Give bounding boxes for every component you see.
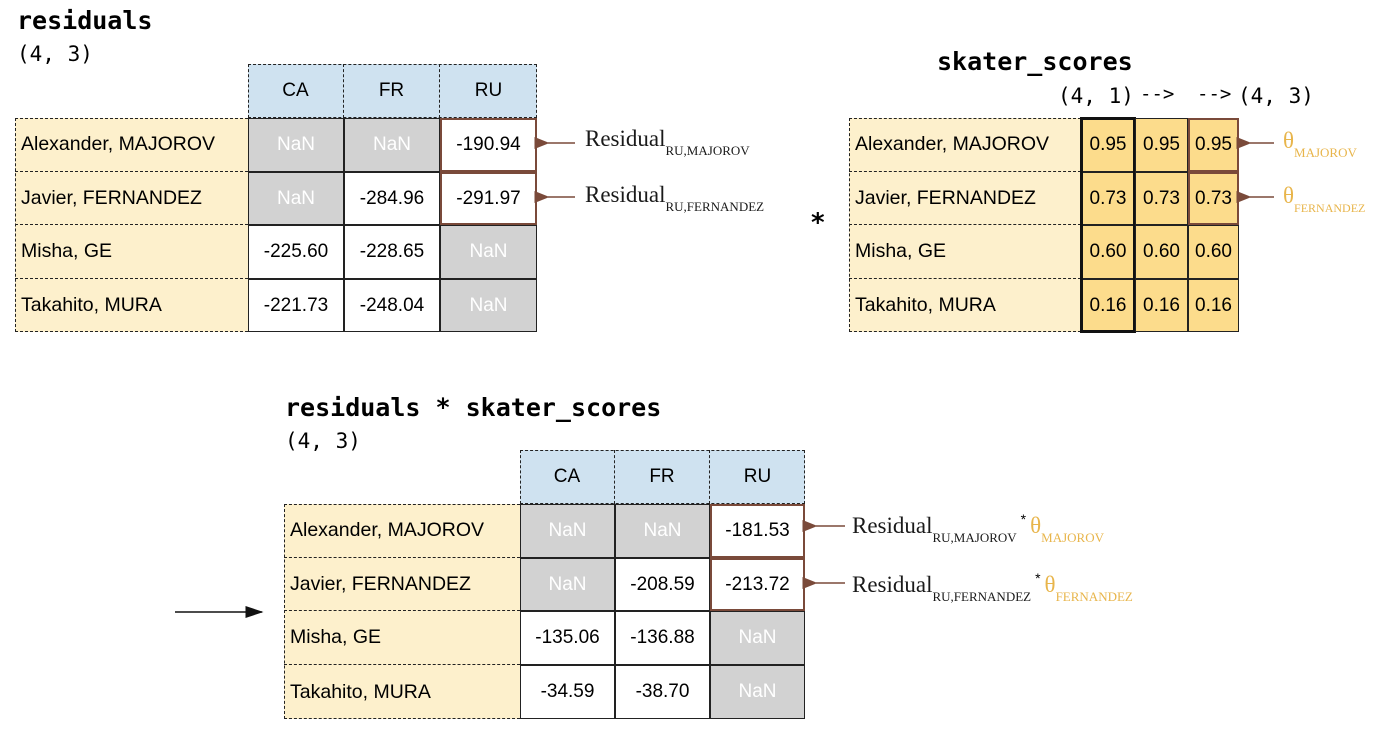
annotation-base: Residual bbox=[852, 513, 933, 538]
result-cell-nan: NaN bbox=[520, 504, 615, 558]
result-header-row bbox=[520, 450, 805, 504]
residuals-col-header-ca: CA bbox=[248, 64, 344, 118]
annotation-subscript: RU,FERNANDEZ bbox=[665, 199, 765, 214]
result-cell: -38.70 bbox=[615, 665, 710, 719]
result-col-header-fr: FR bbox=[615, 450, 710, 504]
original-score-column-outline bbox=[1080, 117, 1136, 333]
score-cell: 0.16 bbox=[1188, 279, 1239, 332]
residuals-cell-nan: NaN bbox=[344, 118, 440, 172]
residuals-cell-highlighted: -291.97 bbox=[440, 172, 537, 225]
residuals-row-label: Takahito, MURA bbox=[21, 294, 162, 316]
annotation-subscript: RU,MAJOROV bbox=[665, 143, 750, 158]
result-annotation-majorov: ResidualRU,MAJOROV*θMAJOROV bbox=[852, 511, 1104, 546]
score-cell: 0.60 bbox=[1135, 225, 1188, 279]
theta-symbol: θ bbox=[1283, 128, 1295, 153]
skater-scores-row-label: Misha, GE bbox=[849, 225, 1081, 279]
result-shape: (4, 3) bbox=[285, 429, 361, 453]
result-col-header-ca: CA bbox=[520, 450, 615, 504]
theta-subscript: MAJOROV bbox=[1041, 530, 1104, 545]
result-title: residuals * skater_scores bbox=[285, 393, 662, 422]
result-cell-nan: NaN bbox=[615, 504, 710, 558]
residuals-row-label: Misha, GE bbox=[15, 225, 248, 279]
theta-annotation-majorov: θMAJOROV bbox=[1283, 128, 1357, 161]
residuals-cell: -221.73 bbox=[248, 279, 344, 332]
annotation-base: Residual bbox=[852, 572, 933, 597]
residuals-col-header-ru: RU bbox=[474, 80, 503, 101]
theta-subscript: FERNANDEZ bbox=[1294, 201, 1366, 215]
multiply-star: * bbox=[1020, 511, 1027, 527]
result-cell-nan: NaN bbox=[710, 665, 805, 719]
score-cell: 0.73 bbox=[1135, 172, 1188, 225]
residuals-cell-nan: NaN bbox=[440, 225, 537, 279]
residuals-shape: (4, 3) bbox=[17, 42, 93, 66]
result-row-label: Javier, FERNANDEZ bbox=[284, 558, 520, 611]
broadcast-arrow: --> bbox=[1140, 83, 1175, 105]
residuals-cell-nan: NaN bbox=[248, 118, 344, 172]
skater-scores-row-label: Takahito, MURA bbox=[855, 294, 996, 316]
result-cell-nan: NaN bbox=[520, 558, 615, 611]
residuals-cell-nan: NaN bbox=[248, 172, 344, 225]
skater-scores-label-column bbox=[849, 118, 1081, 332]
multiply-star: * bbox=[1035, 570, 1041, 586]
residuals-cell: -225.60 bbox=[248, 225, 344, 279]
result-col-header-ru: RU bbox=[743, 466, 772, 487]
residuals-col-header-fr: FR bbox=[344, 64, 440, 118]
residuals-row-label: Alexander, MAJOROV bbox=[15, 118, 248, 172]
skater-scores-row-label: Alexander, MAJOROV bbox=[849, 118, 1081, 172]
result-row-label: Alexander, MAJOROV bbox=[284, 504, 520, 558]
residual-annotation-majorov: ResidualRU,MAJOROV bbox=[585, 126, 750, 159]
multiply-operator: * bbox=[810, 208, 826, 238]
residuals-header-row bbox=[248, 64, 537, 118]
residuals-cell-highlighted: -190.94 bbox=[440, 118, 537, 172]
skater-scores-shape-to: (4, 3) bbox=[1238, 84, 1314, 108]
theta-subscript: FERNANDEZ bbox=[1055, 589, 1133, 604]
theta-symbol: θ bbox=[1283, 183, 1295, 208]
theta-annotation-fernandez: θFERNANDEZ bbox=[1283, 183, 1365, 216]
annotation-subscript: RU,FERNANDEZ bbox=[932, 589, 1032, 604]
residuals-row-label: Javier, FERNANDEZ bbox=[15, 172, 248, 225]
result-cell-highlighted: -213.72 bbox=[710, 558, 805, 611]
result-row-label: Misha, GE bbox=[284, 611, 520, 665]
broadcast-arrow: --> bbox=[1197, 83, 1232, 105]
result-cell: -135.06 bbox=[520, 611, 615, 665]
result-row-label: Takahito, MURA bbox=[290, 680, 431, 703]
skater-scores-row-label: Javier, FERNANDEZ bbox=[849, 172, 1081, 225]
residuals-cell: -284.96 bbox=[344, 172, 440, 225]
theta-subscript: MAJOROV bbox=[1294, 145, 1357, 160]
theta-symbol: θ bbox=[1030, 513, 1042, 538]
residuals-title: residuals bbox=[17, 6, 153, 35]
annotation-base: Residual bbox=[585, 182, 666, 207]
residuals-cell: -228.65 bbox=[344, 225, 440, 279]
skater-scores-shape-from: (4, 1) bbox=[1058, 84, 1134, 108]
result-label-column bbox=[284, 504, 520, 719]
result-cell-nan: NaN bbox=[710, 611, 805, 665]
residuals-cell: -248.04 bbox=[344, 279, 440, 332]
score-cell: 0.16 bbox=[1135, 279, 1188, 332]
residuals-cell-nan: NaN bbox=[440, 279, 537, 332]
theta-symbol: θ bbox=[1044, 572, 1056, 597]
result-annotation-fernandez: ResidualRU,FERNANDEZ*θFERNANDEZ bbox=[852, 570, 1133, 605]
score-cell: 0.95 bbox=[1135, 118, 1188, 172]
skater-scores-title: skater_scores bbox=[937, 47, 1133, 76]
annotation-base: Residual bbox=[585, 126, 666, 151]
result-cell-highlighted: -181.53 bbox=[710, 504, 805, 558]
residuals-label-column bbox=[15, 118, 248, 332]
result-cell: -34.59 bbox=[520, 665, 615, 719]
result-cell: -208.59 bbox=[615, 558, 710, 611]
annotation-subscript: RU,MAJOROV bbox=[932, 530, 1017, 545]
score-cell: 0.60 bbox=[1188, 225, 1239, 279]
result-cell: -136.88 bbox=[615, 611, 710, 665]
residual-annotation-fernandez: ResidualRU,FERNANDEZ bbox=[585, 182, 764, 215]
